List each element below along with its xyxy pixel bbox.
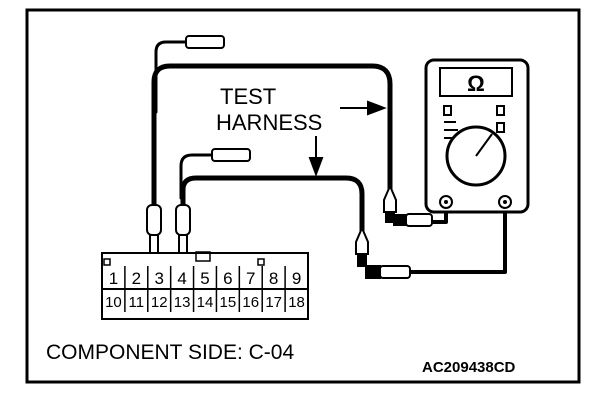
connector-key-left bbox=[103, 258, 111, 266]
outer-border bbox=[25, 8, 581, 384]
probe-pin4 bbox=[175, 204, 191, 258]
connector-key-right bbox=[257, 258, 265, 266]
connector-pin-15: 15 bbox=[220, 294, 237, 311]
arrow-down-head bbox=[308, 157, 324, 177]
meter-range-mark-1 bbox=[443, 105, 452, 116]
test-label-line2: HARNESS bbox=[216, 110, 322, 135]
connector-pin-4: 4 bbox=[177, 269, 186, 288]
connector-pin-1: 1 bbox=[109, 269, 118, 288]
meter-probe-2 bbox=[355, 225, 411, 279]
probe-pin3 bbox=[146, 204, 162, 258]
wire-pin4 bbox=[180, 175, 365, 235]
connector-pin-2: 2 bbox=[132, 269, 141, 288]
component-side-label: COMPONENT SIDE: C-04 bbox=[46, 341, 294, 364]
wire-meter-right bbox=[408, 204, 507, 274]
connector-pin-14: 14 bbox=[197, 294, 214, 311]
test-label-line1: TEST bbox=[220, 84, 276, 109]
connector-pin-12: 12 bbox=[151, 294, 168, 311]
connector-bottom-row: 10 11 12 13 14 15 16 17 18 bbox=[105, 289, 305, 312]
connector-pin-11: 11 bbox=[129, 294, 145, 311]
multimeter-display bbox=[439, 67, 513, 97]
connector-pin-18: 18 bbox=[288, 294, 305, 311]
harness-leads bbox=[185, 35, 251, 162]
meter-jack-left-dot bbox=[444, 200, 448, 204]
meter-probes bbox=[355, 183, 433, 279]
arrows bbox=[308, 100, 387, 177]
wire-pin4-branch bbox=[179, 153, 214, 200]
multimeter: Ω bbox=[424, 58, 530, 214]
connector-pin-7: 7 bbox=[246, 269, 255, 288]
meter-probe-1 bbox=[383, 183, 433, 227]
connector-pin-17: 17 bbox=[265, 294, 282, 311]
connector-body bbox=[101, 252, 309, 320]
connector-pin-16: 16 bbox=[242, 294, 259, 311]
connector-pin-6: 6 bbox=[223, 269, 232, 288]
connector-pin-13: 13 bbox=[174, 294, 191, 311]
connector-pin-8: 8 bbox=[269, 269, 278, 288]
meter-range-mark-2 bbox=[496, 105, 505, 116]
connector-pin-9: 9 bbox=[292, 269, 301, 288]
ohm-symbol: Ω bbox=[467, 71, 485, 96]
meter-dial-pointer bbox=[475, 133, 493, 157]
meter-range-mark-3 bbox=[496, 122, 505, 133]
connector-probes bbox=[146, 204, 191, 258]
connector-pin-5: 5 bbox=[200, 269, 209, 288]
connector-pin-10: 10 bbox=[105, 294, 122, 311]
figure-code: AC209438CD bbox=[422, 359, 516, 376]
harness-lead-lower bbox=[211, 148, 251, 162]
meter-jack-right-dot bbox=[503, 200, 507, 204]
connector-key-mid bbox=[195, 251, 211, 262]
harness-lead-upper bbox=[185, 35, 225, 49]
wire-pin3-branch bbox=[154, 40, 188, 114]
arrow-right-head bbox=[367, 100, 387, 116]
connector-pin-3: 3 bbox=[154, 269, 163, 288]
